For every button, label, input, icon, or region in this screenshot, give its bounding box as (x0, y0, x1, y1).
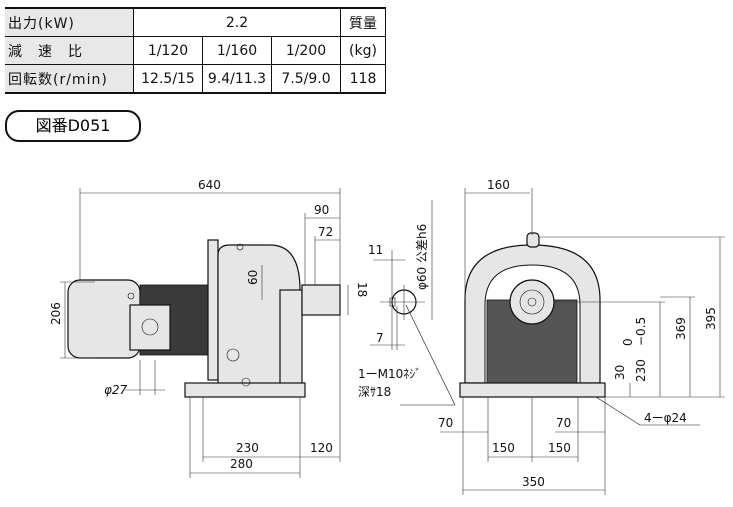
dim-350: 350 (522, 475, 545, 489)
dim-150-right: 150 (548, 441, 571, 455)
dim-230-front: 230 (634, 359, 648, 382)
dim-280: 280 (230, 457, 253, 471)
spec-table: 出力(kW) 2.2 質量 減 速 比 1/120 1/160 1/200 (k… (5, 7, 386, 94)
speed-1: 12.5/15 (133, 64, 203, 94)
dim-72: 72 (318, 225, 333, 239)
dim-phi60: φ60 公差h6 (415, 224, 429, 290)
shaft-end-view: 11 7 φ60 公差h6 1ーM10ﾈｼﾞ 深ｻ18 (358, 200, 456, 406)
mass-value: 118 (340, 64, 386, 94)
terminal-box (129, 304, 171, 351)
dim-phi27: φ27 (104, 383, 128, 397)
front-base (459, 382, 606, 398)
ratio-label: 減 速 比 (5, 36, 134, 65)
dim-369: 369 (674, 317, 688, 340)
tap-note-line2: 深ｻ18 (358, 385, 391, 399)
dim-206: 206 (49, 302, 63, 325)
ratio-1: 1/120 (133, 36, 203, 65)
dim-395: 395 (704, 307, 718, 330)
output-label: 出力(kW) (5, 7, 134, 37)
dim-11: 11 (368, 243, 383, 257)
dim-tol-upper: 0 (621, 338, 635, 346)
ratio-3: 1/200 (271, 36, 341, 65)
speed-label: 回転数(r/min) (5, 64, 134, 94)
side-base (184, 382, 306, 398)
dim-120: 120 (310, 441, 333, 455)
dim-640: 640 (198, 178, 221, 192)
output-shaft (301, 284, 341, 316)
drawing-number-badge: 図番D051 (5, 110, 141, 142)
dim-tol-lower: −0.5 (634, 317, 648, 346)
dim-150-left: 150 (492, 441, 515, 455)
motor-fan-cover (67, 279, 141, 359)
speed-2: 9.4/11.3 (202, 64, 272, 94)
dim-70-left: 70 (438, 416, 453, 430)
ratio-2: 1/160 (202, 36, 272, 65)
output-value: 2.2 (133, 7, 341, 37)
dim-90: 90 (314, 203, 329, 217)
speed-3: 7.5/9.0 (271, 64, 341, 94)
dim-7: 7 (376, 331, 384, 345)
tap-note-line1: 1ーM10ﾈｼﾞ (358, 367, 421, 381)
dim-60: 60 (246, 270, 260, 285)
mass-unit: (kg) (340, 36, 386, 65)
dim-18-side: 18 (355, 282, 369, 297)
dim-160: 160 (487, 178, 510, 192)
dim-230: 230 (236, 441, 259, 455)
mass-label: 質量 (340, 7, 386, 37)
eye-bolt (526, 232, 540, 248)
dim-70-right: 70 (556, 416, 571, 430)
front-view: 160 395 369 230 0 −0.5 30 4ーφ24 70 70 15… (438, 178, 725, 495)
dim-30: 30 (613, 365, 627, 380)
dim-hole-spec: 4ーφ24 (644, 411, 687, 425)
side-view: 640 90 72 206 60 18 φ27 230 120 280 (49, 178, 369, 478)
